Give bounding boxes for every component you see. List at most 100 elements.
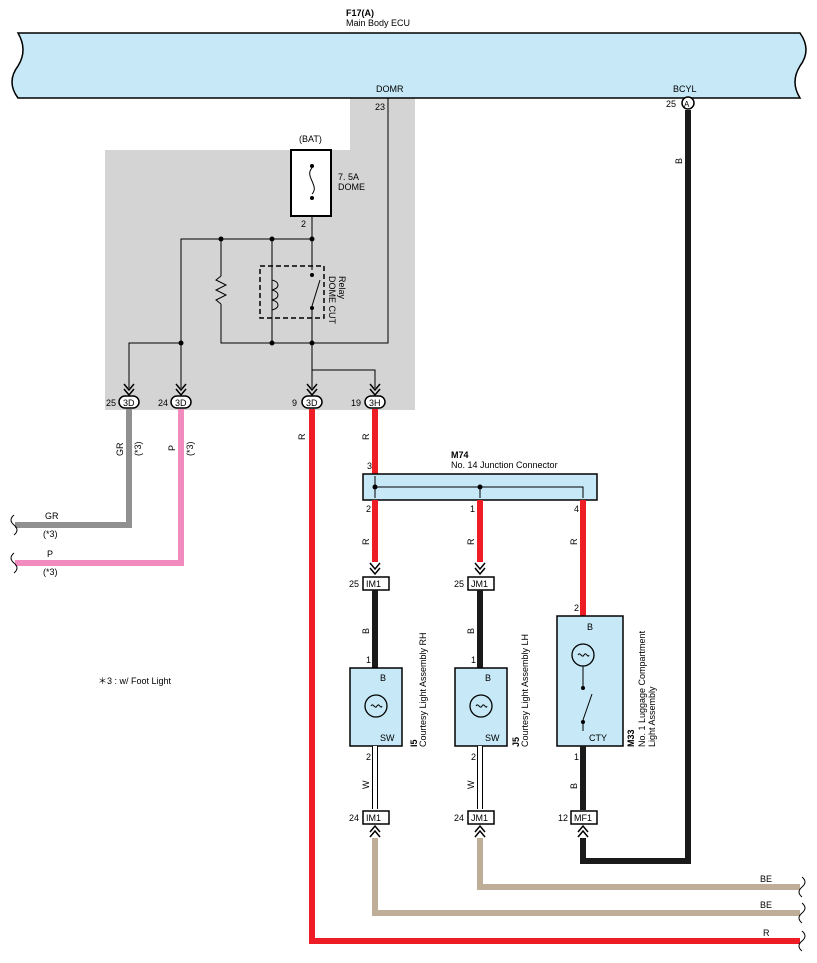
lug-switch-top xyxy=(581,686,585,690)
ecu-pin-domr-no: 23 xyxy=(375,102,385,112)
lug-switch-blade xyxy=(582,693,593,721)
connector-pin: 19 xyxy=(351,398,361,408)
lug-light-term-top: B xyxy=(587,622,593,632)
wire-gr-break xyxy=(10,514,18,536)
wire-b-lug-label: B xyxy=(569,783,579,789)
ecu-code: F17(A) xyxy=(346,8,374,18)
fuse-terminal-top xyxy=(310,164,314,168)
connector-im1-top: 25 IM1 xyxy=(349,576,390,591)
wire-be-rh xyxy=(372,838,800,916)
fuse-rating: 7. 5A xyxy=(338,172,359,182)
ecu-pin-domr: DOMR xyxy=(376,84,404,94)
connector-pin: 9 xyxy=(292,398,297,408)
lh-light-term-bot: SW xyxy=(485,733,500,743)
lh-light-pin-top: 1 xyxy=(471,655,476,665)
lug-light-name-2: Light Assembly xyxy=(647,686,657,747)
wire-r-lh-label: R xyxy=(466,538,476,545)
wire-gr-note: (*3) xyxy=(133,441,143,456)
junction-block-area xyxy=(105,98,415,410)
fuse-pin-out: 2 xyxy=(301,219,306,229)
connector-code: 3D xyxy=(306,398,318,408)
wire-b-rh-label: B xyxy=(361,628,371,634)
junction-dot xyxy=(372,484,378,490)
branch-3h-19 xyxy=(312,369,376,388)
connector-arrows xyxy=(123,383,381,397)
lug-light-code: M33 xyxy=(626,729,636,747)
branch-3d-25 xyxy=(128,342,181,388)
lh-bulb-icon xyxy=(469,694,493,718)
lh-light-name: Courtesy Light Assembly LH xyxy=(520,634,530,747)
junction-pin-rh: 2 xyxy=(366,504,371,514)
wire-b-lh-label: B xyxy=(466,628,476,634)
main-body-ecu xyxy=(11,32,807,99)
connector-pin: 12 xyxy=(558,813,568,823)
wire-r-main xyxy=(309,409,800,944)
relay-switch-top xyxy=(310,273,314,277)
connector-mf1-bottom: 12 MF1 xyxy=(558,810,598,825)
connector-pin: 25 xyxy=(454,579,464,589)
rh-light-term-top: B xyxy=(380,673,386,683)
lug-light-pin-top: 2 xyxy=(574,603,579,613)
junction-dot xyxy=(218,236,224,242)
relay-box xyxy=(259,265,325,319)
connector-pin: 24 xyxy=(158,398,168,408)
wire-be-lh xyxy=(477,838,800,890)
wire-gr xyxy=(15,409,132,528)
wire-be-lh-label: BE xyxy=(760,874,772,884)
rh-light-code: I5 xyxy=(409,739,419,747)
wire-p-note-left: (*3) xyxy=(43,567,58,577)
wire-p-break xyxy=(10,552,18,574)
resistor-wire-bottom xyxy=(220,304,313,344)
junction-dot xyxy=(477,484,483,490)
connector-code: MF1 xyxy=(574,813,592,823)
connector-code: 3D xyxy=(175,398,187,408)
fuse-terminal-bottom xyxy=(310,196,314,200)
wire-r-rh-label: R xyxy=(361,538,371,545)
connector-code: 3D xyxy=(123,398,135,408)
ecu-pin-bcyl-no: 25 xyxy=(666,99,676,109)
lh-light-code: J5 xyxy=(511,737,521,747)
ecu-name: Main Body ECU xyxy=(346,18,410,28)
fuse-element xyxy=(309,167,315,195)
connector-bcyl-code: A xyxy=(684,100,690,109)
domr-wire xyxy=(313,98,389,344)
connector-im1-bottom: 24 IM1 xyxy=(349,810,390,825)
connector-3h-19: 19 3H xyxy=(351,395,386,409)
lug-light-term-bot: CTY xyxy=(589,733,607,743)
junction-pin-in: 3 xyxy=(367,461,372,471)
connector-bcyl xyxy=(681,96,695,110)
junction-pin-lh: 1 xyxy=(470,504,475,514)
fuse-box xyxy=(290,149,332,217)
wire-p-color: P xyxy=(167,445,177,451)
lh-light-term-top: B xyxy=(485,673,491,683)
relay-name-2: Relay xyxy=(337,276,347,300)
lug-light-box xyxy=(556,615,624,747)
bus-wire xyxy=(180,238,312,343)
resistor-symbol xyxy=(214,275,228,305)
wire-w-rh-label: W xyxy=(361,780,371,789)
wire-r-3h-label: R xyxy=(361,433,371,440)
wire-r-main-label-right: R xyxy=(763,928,770,938)
junction-code: M74 xyxy=(451,450,469,460)
connector-code: 3H xyxy=(369,398,381,408)
rh-light-pin-top: 1 xyxy=(366,655,371,665)
wire-be-rh-label: BE xyxy=(760,900,772,910)
connector-3d-25: 25 3D xyxy=(106,395,140,409)
relay-coil xyxy=(271,279,279,311)
connector-jm1-bottom: 24 JM1 xyxy=(454,810,495,825)
footnote: ＊3 : w/ Foot Light xyxy=(98,676,172,686)
lug-light-pin-bot: 1 xyxy=(574,752,579,762)
connector-code: JM1 xyxy=(471,579,488,589)
rh-light-name: Courtesy Light Assembly RH xyxy=(418,632,428,747)
rh-bulb-icon xyxy=(364,694,388,718)
connector-code: JM1 xyxy=(471,813,488,823)
wire-gr-color: GR xyxy=(115,442,125,456)
wire-w-lh-label: W xyxy=(466,780,476,789)
connector-code: IM1 xyxy=(366,813,381,823)
connector-arrows-bottom xyxy=(369,824,589,838)
wire-r-lug-label: R xyxy=(569,538,579,545)
wire-breaks-right xyxy=(798,876,806,952)
junction-dot xyxy=(309,236,315,242)
connector-jm1-top: 25 JM1 xyxy=(454,576,495,591)
wire-b-bcyl xyxy=(580,110,691,864)
